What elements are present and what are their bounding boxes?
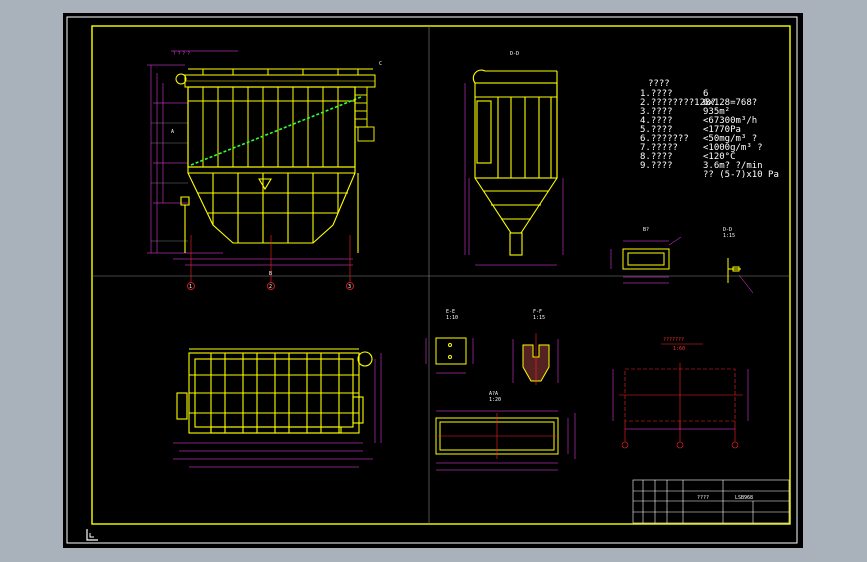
detail-ff-view: F-F 1:15 — [512, 309, 559, 385]
cad-viewport[interactable]: 1 2 3 ? ? ? ? A B C D-D — [63, 13, 803, 548]
section-mark-c: C — [379, 61, 382, 67]
axis-label-3: 3 — [348, 284, 351, 290]
spec-value: ?? (5-7)x10 Pa — [703, 170, 779, 180]
axis-bubble-2 — [267, 282, 275, 290]
spec-value: 3.6m? ?/min — [703, 161, 763, 171]
inner-frame — [91, 25, 791, 525]
spec-label: 8.???? — [640, 152, 673, 162]
side-view-title: D-D — [510, 51, 519, 57]
spec-label: 9.???? — [640, 161, 673, 171]
spec-label: 5.???? — [640, 125, 673, 135]
plan-view — [173, 348, 382, 468]
detail-ee-view: E-E 1:10 — [425, 309, 474, 374]
detail-ee-title: E-E — [446, 309, 455, 315]
title-block-code: LSB968 — [735, 495, 753, 501]
spec-value: 6x128=768? — [703, 98, 757, 108]
detail-dd-view: D-D 1:15 — [723, 227, 754, 294]
detail-dd-scale: 1:15 — [723, 233, 735, 239]
axis-bubble-1 — [187, 282, 195, 290]
section-mark-b: B — [269, 271, 272, 277]
spec-value: 6 — [703, 89, 708, 99]
spec-labels: 1.???? 2.????????128? 3.???? 4.???? 5.??… — [640, 89, 716, 171]
spec-value: <120°C — [703, 152, 736, 162]
spec-label: 3.???? — [640, 107, 673, 117]
spec-label: 7.????? — [640, 143, 678, 153]
detail-ff-title: F-F — [533, 309, 542, 315]
section-mark-a: A — [171, 129, 174, 135]
front-elevation-view: 1 2 3 ? ? ? ? A B C — [147, 50, 382, 290]
spec-value: 935m² — [703, 107, 730, 117]
spec-value: <67300m³/h — [703, 116, 757, 126]
title-block: ???? LSB968 — [632, 479, 790, 524]
spec-heading: ???? — [648, 79, 670, 89]
spec-value: <1000g/m³ ? — [703, 143, 763, 153]
hopper-section-scale: 1:20 — [489, 397, 501, 403]
side-view-dd: D-D — [464, 51, 564, 266]
top-dimension-tag: ? ? ? ? — [173, 51, 190, 56]
hopper-section-view: A?A 1:20 — [435, 391, 576, 471]
ucs-axis-icon — [86, 529, 98, 541]
detail-b-title: B? — [643, 227, 649, 233]
detail-ff-scale: 1:15 — [533, 315, 545, 321]
spec-value: <1770Pa — [703, 125, 741, 135]
spec-values: 6 6x128=768? 935m² <67300m³/h <1770Pa <5… — [703, 89, 779, 180]
foundation-scale: 1:60 — [673, 346, 685, 352]
spec-table: ???? 1.???? 2.????????128? 3.???? 4.????… — [640, 79, 779, 180]
foundation-title: ??????? — [663, 337, 684, 343]
spec-value: <50mg/m³ ? — [703, 134, 757, 144]
hopper-section-title: A?A — [489, 391, 498, 397]
outer-frame — [66, 16, 798, 544]
spec-label: 6.??????? — [640, 134, 689, 144]
foundation-plan-view: ??????? 1:60 — [612, 337, 749, 449]
axis-label-1: 1 — [189, 284, 192, 290]
axis-bubble-3 — [346, 282, 354, 290]
detail-ee-scale: 1:10 — [446, 315, 458, 321]
title-block-name: ???? — [697, 495, 709, 501]
spec-label: 1.???? — [640, 89, 673, 99]
cad-drawing: 1 2 3 ? ? ? ? A B C D-D — [66, 16, 798, 544]
spec-label: 4.???? — [640, 116, 673, 126]
axis-label-2: 2 — [269, 284, 272, 290]
detail-dd-title: D-D — [723, 227, 732, 233]
spec-label: 2.????????128? — [640, 98, 716, 108]
detail-b-view: B? — [610, 227, 682, 284]
